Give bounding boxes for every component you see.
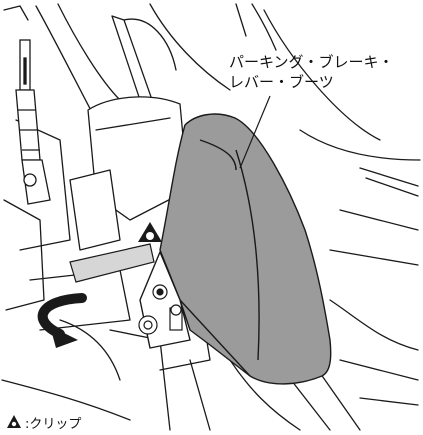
- callout-line-2: レバー・ブーツ: [229, 73, 334, 91]
- removal-arrow: [37, 293, 87, 348]
- legend-text: :クリップ: [25, 416, 82, 432]
- clip-strap: [69, 243, 155, 283]
- shift-lever: [15, 39, 51, 205]
- clip-triangle-icon: [138, 222, 162, 242]
- part-callout-label: パーキング・ブレーキ・ レバー・ブーツ: [229, 52, 394, 92]
- console-outlines: [1, 3, 421, 431]
- bolts: [138, 284, 183, 335]
- callout-leader-line: [239, 95, 271, 169]
- clip-triangle-icon: [7, 415, 21, 428]
- callout-line-1: パーキング・ブレーキ・: [229, 53, 394, 71]
- clip-legend: :クリップ: [6, 413, 86, 432]
